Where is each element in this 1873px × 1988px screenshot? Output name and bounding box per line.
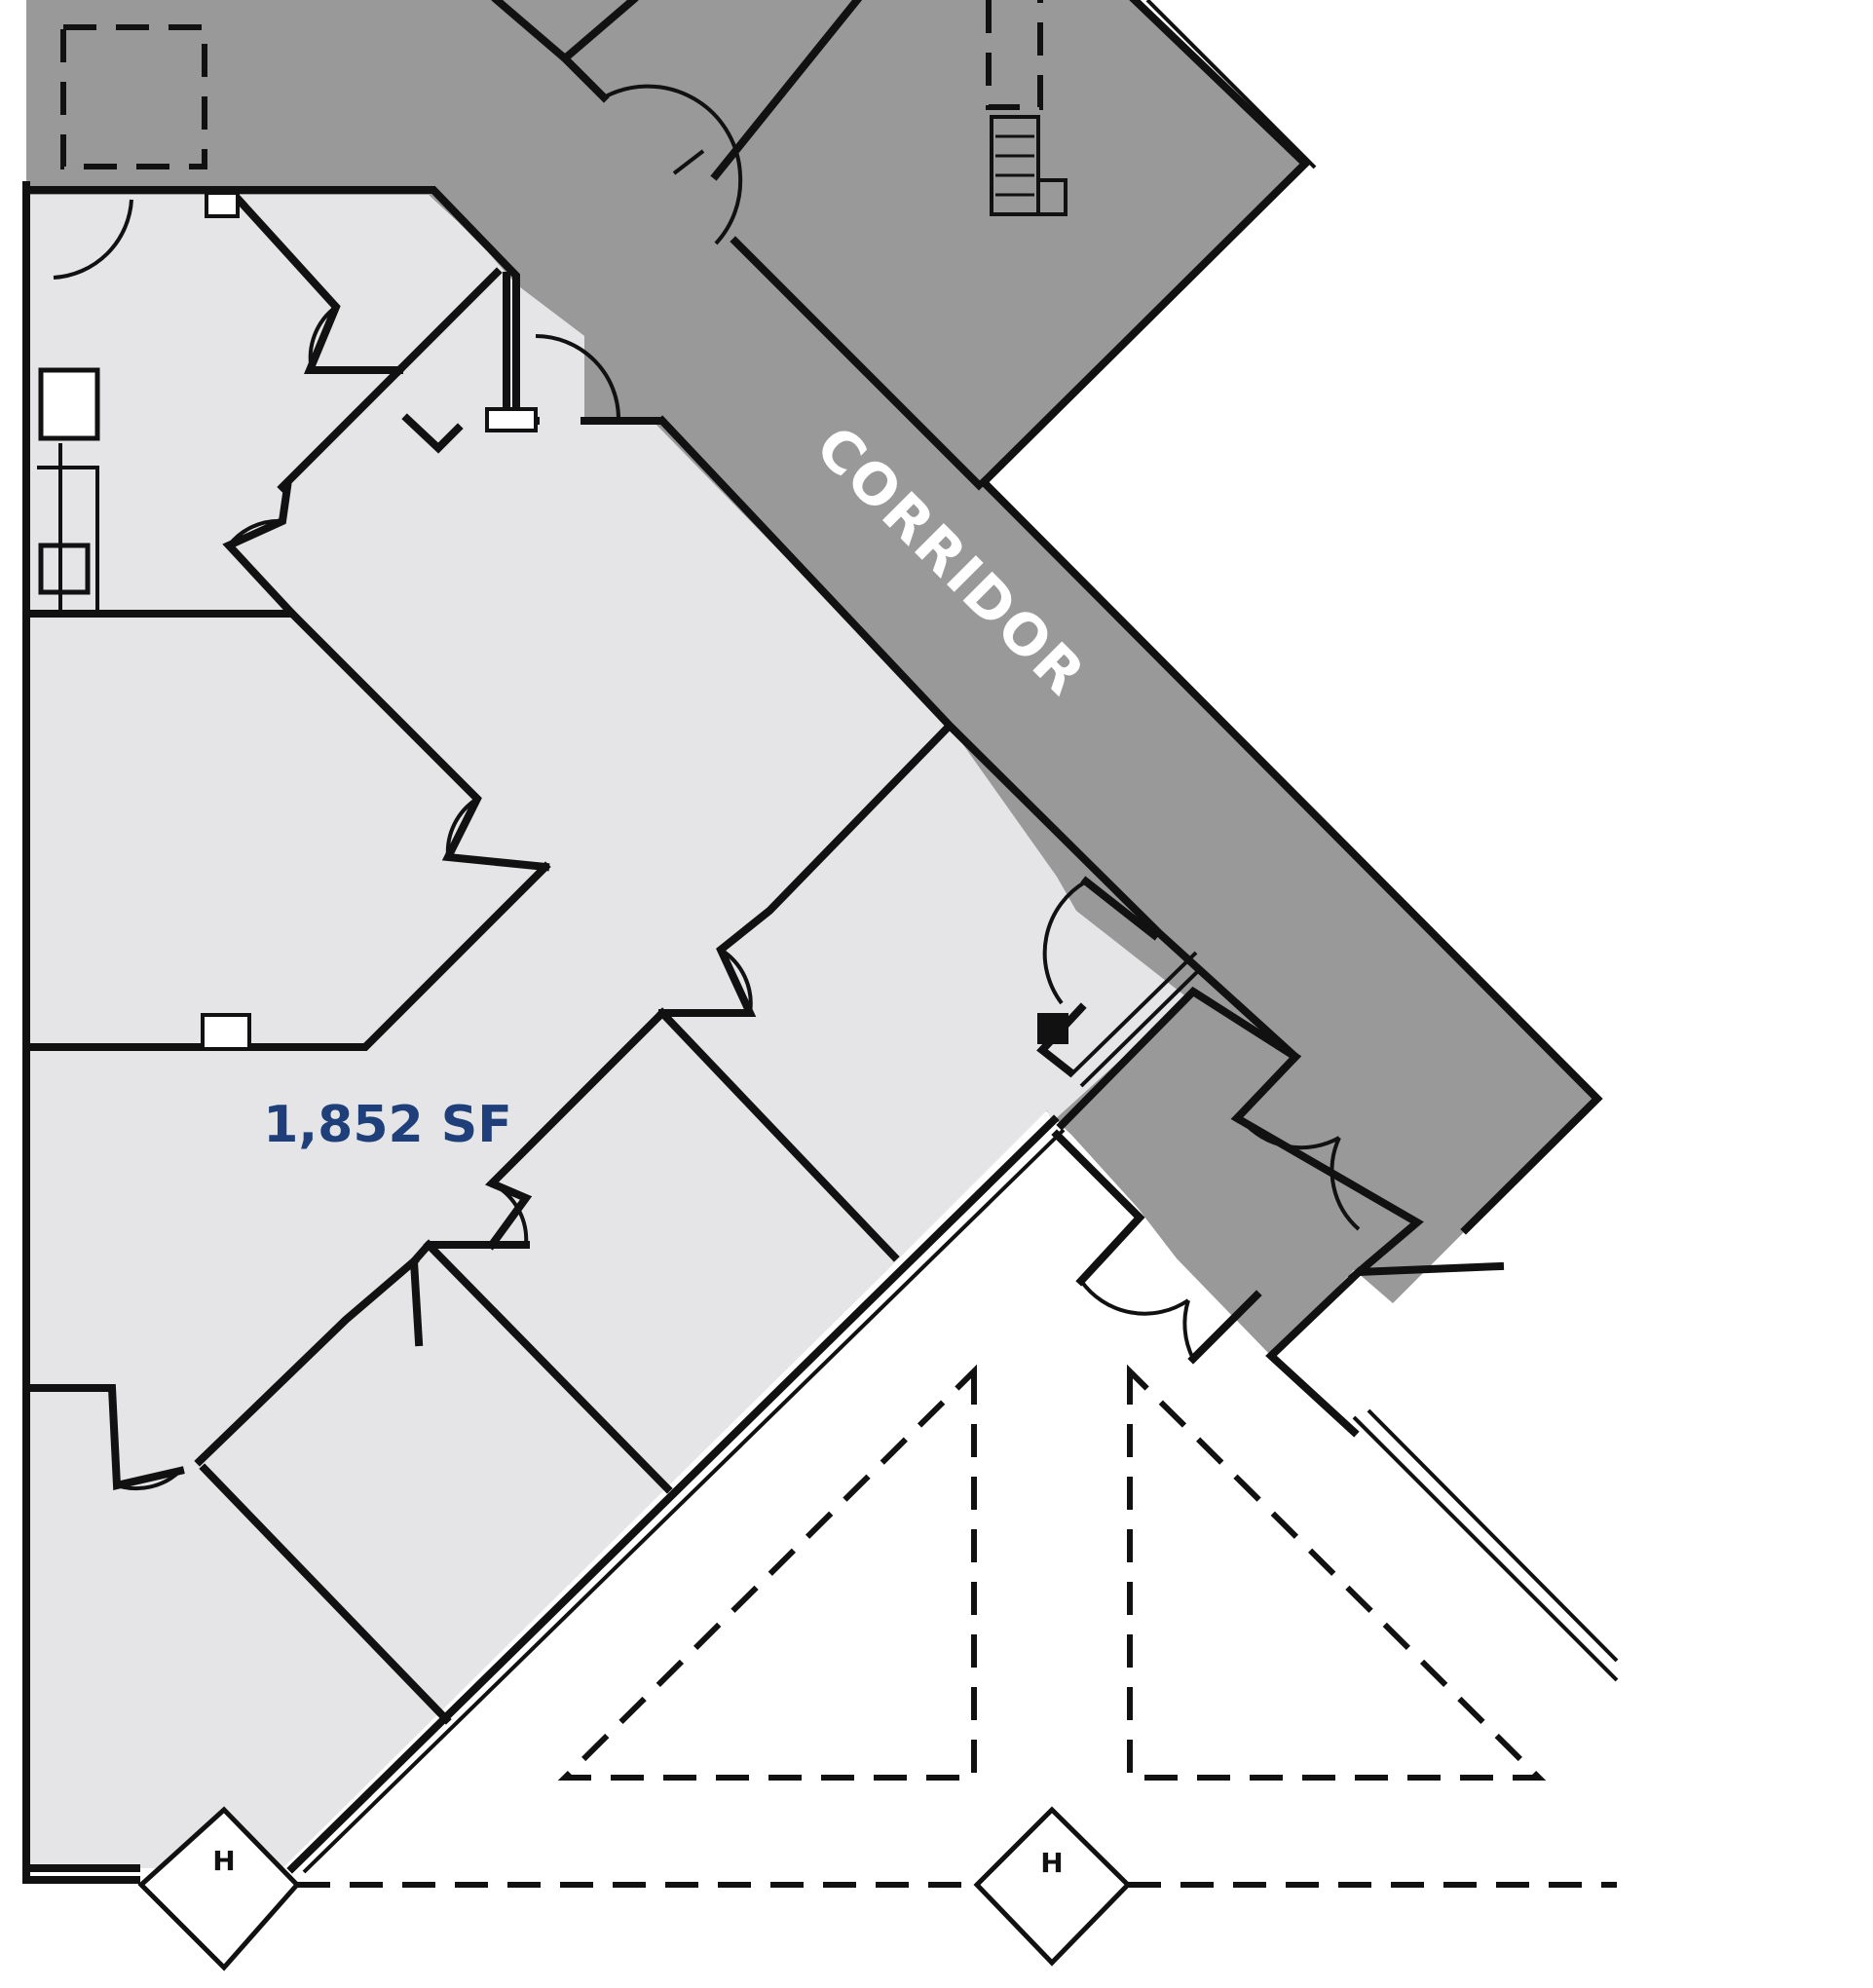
door-swings [53,84,1361,1491]
dashed-outlines [60,0,1617,1888]
exterior-walls [22,0,1619,1884]
svg-text:H: H [1040,1847,1063,1879]
stair [990,115,1068,216]
interior-walls [25,0,1262,1725]
svg-text:H: H [212,1845,235,1877]
suite-area-label: 1,852 SF [263,1096,512,1154]
column [1037,1013,1068,1044]
column-grid-marker: H H [137,1806,1132,1971]
fixtures [38,191,538,1051]
suite-area [26,195,1188,1868]
